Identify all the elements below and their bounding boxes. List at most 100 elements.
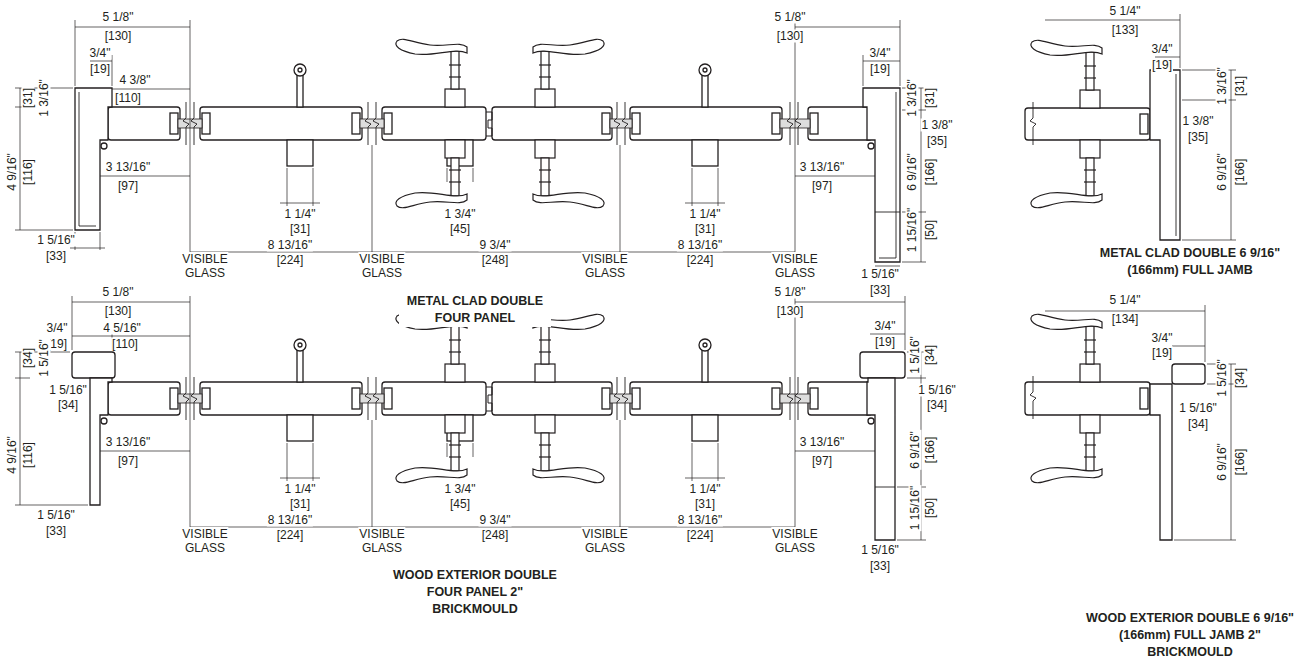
dimension-label: 9 3/4"	[479, 514, 512, 527]
dimension-label: [31]	[289, 223, 311, 236]
dimension-label: 1 3/4"	[444, 208, 477, 221]
dimension-label: 1 5/16"	[909, 335, 922, 375]
glass-callout: VISIBLE GLASS	[358, 252, 405, 280]
dimension-label: [166]	[924, 158, 937, 187]
dimension-label: [34]	[57, 399, 79, 412]
drawing-caption: METAL CLAD DOUBLE FOUR PANEL	[399, 293, 551, 327]
dimension-label: 1 15/16"	[906, 207, 919, 253]
dimension-label: [31]	[289, 498, 311, 511]
dimension-label: 1 3/16"	[906, 78, 919, 118]
dimension-label: 4 5/16"	[102, 322, 142, 335]
dimension-label: [97]	[811, 180, 833, 193]
dimension-label: 3 13/16"	[799, 161, 845, 174]
dimension-label: 1 5/16"	[36, 234, 76, 247]
glass-callout: VISIBLE GLASS	[581, 527, 628, 555]
dimension-label: 3/4"	[46, 322, 69, 335]
dimension-label: 8 13/16"	[677, 514, 723, 527]
glass-callout: VISIBLE GLASS	[771, 252, 818, 280]
dimension-label: 3/4"	[869, 47, 892, 60]
glass-callout: VISIBLE GLASS	[181, 527, 228, 555]
glass-callout: VISIBLE GLASS	[581, 252, 628, 280]
dimension-label: [130]	[104, 30, 133, 43]
dimension-label: [166]	[1234, 448, 1247, 477]
dimension-label: 4 3/8"	[119, 74, 152, 87]
dimension-label: 1 1/4"	[284, 208, 317, 221]
dimension-label: [248]	[481, 254, 510, 267]
dimension-label: 6 9/16"	[909, 430, 922, 470]
drawing-caption: WOOD EXTERIOR DOUBLE 6 9/16" (166mm) FUL…	[1082, 610, 1299, 661]
dimension-label: [34]	[1234, 367, 1247, 389]
dimension-label: [31]	[694, 223, 716, 236]
drawing-caption: METAL CLAD DOUBLE 6 9/16" (166mm) FULL J…	[1082, 245, 1299, 279]
dimension-label: [97]	[117, 180, 139, 193]
dimension-label: 1 5/16"	[860, 544, 900, 557]
dimension-label: [31]	[694, 498, 716, 511]
dimension-label: 1 5/16"	[38, 338, 51, 378]
dimension-label: 6 9/16"	[906, 152, 919, 192]
dimension-label: [34]	[22, 347, 35, 369]
dimension-label: [116]	[22, 441, 35, 469]
dimension-label: [34]	[926, 399, 948, 412]
dimension-label: 3/4"	[874, 320, 897, 333]
dimension-label: 1 3/8"	[1182, 115, 1215, 128]
dimension-label: [33]	[869, 560, 891, 573]
dimension-label: 8 13/16"	[267, 239, 313, 252]
dimension-label: 1 5/16"	[860, 268, 900, 281]
dimension-label: 1 3/8"	[921, 119, 954, 132]
dimension-label: 5 1/8"	[102, 286, 135, 299]
dimension-label: 5 1/8"	[102, 11, 135, 24]
dimension-label: 1 1/4"	[284, 483, 317, 496]
dimension-label: [97]	[117, 455, 139, 468]
dimension-label: [34]	[924, 344, 937, 366]
dimension-label: [19]	[89, 63, 111, 76]
dimension-label: 1 3/16"	[1216, 66, 1229, 106]
dimension-label: [224]	[686, 254, 715, 267]
dimension-label: [19]	[869, 63, 891, 76]
dimension-label: 6 9/16"	[1216, 152, 1229, 192]
dimension-label: [224]	[686, 529, 715, 542]
dimension-label: [31]	[22, 87, 35, 109]
dimension-label: [116]	[22, 158, 35, 186]
dimension-label: [224]	[276, 529, 305, 542]
dimension-label: [33]	[45, 250, 67, 263]
dimension-label: 5 1/4"	[1109, 5, 1142, 18]
dimension-label: [19]	[1151, 59, 1173, 72]
dimension-label: [50]	[924, 497, 937, 519]
dimension-label: [33]	[45, 525, 67, 538]
dimension-label: [45]	[449, 498, 471, 511]
dimension-label: 1 3/4"	[444, 483, 477, 496]
dimension-label: 1 5/16"	[48, 384, 88, 397]
dimension-label: [130]	[776, 30, 805, 43]
dimension-label: 1 15/16"	[909, 485, 922, 531]
dimension-label: [130]	[104, 305, 133, 318]
dimension-label: 6 9/16"	[1216, 442, 1229, 482]
dimension-label: 3 13/16"	[105, 436, 151, 449]
dimension-label: 9 3/4"	[479, 239, 512, 252]
dimension-label: 3 13/16"	[799, 436, 845, 449]
dimension-label: [31]	[1234, 75, 1247, 97]
dimension-label: 5 1/4"	[1109, 294, 1142, 307]
dimension-label: 1 5/16"	[917, 384, 957, 397]
dimension-label: [97]	[811, 455, 833, 468]
dimension-label: 3/4"	[1151, 332, 1174, 345]
dimension-label: 1 5/16"	[1216, 358, 1229, 398]
dimension-label: [133]	[1111, 24, 1140, 37]
glass-callout: VISIBLE GLASS	[181, 252, 228, 280]
dimension-label: [248]	[481, 529, 510, 542]
dimension-label: 1 1/4"	[689, 483, 722, 496]
dimension-label: [134]	[1111, 313, 1140, 326]
dimension-label: 1 3/16"	[38, 78, 51, 118]
glass-callout: VISIBLE GLASS	[358, 527, 405, 555]
dimension-label: [110]	[111, 338, 139, 351]
dimension-label: 3/4"	[1151, 43, 1174, 56]
dimension-label: 1 5/16"	[36, 509, 76, 522]
dimension-label: 8 13/16"	[267, 514, 313, 527]
dimension-label: 4 9/16"	[6, 152, 19, 192]
dimension-label: [50]	[924, 219, 937, 241]
dimension-label: 4 9/16"	[6, 435, 19, 475]
glass-callout: VISIBLE GLASS	[771, 527, 818, 555]
drawing-caption: WOOD EXTERIOR DOUBLE FOUR PANEL 2" BRICK…	[387, 567, 564, 618]
